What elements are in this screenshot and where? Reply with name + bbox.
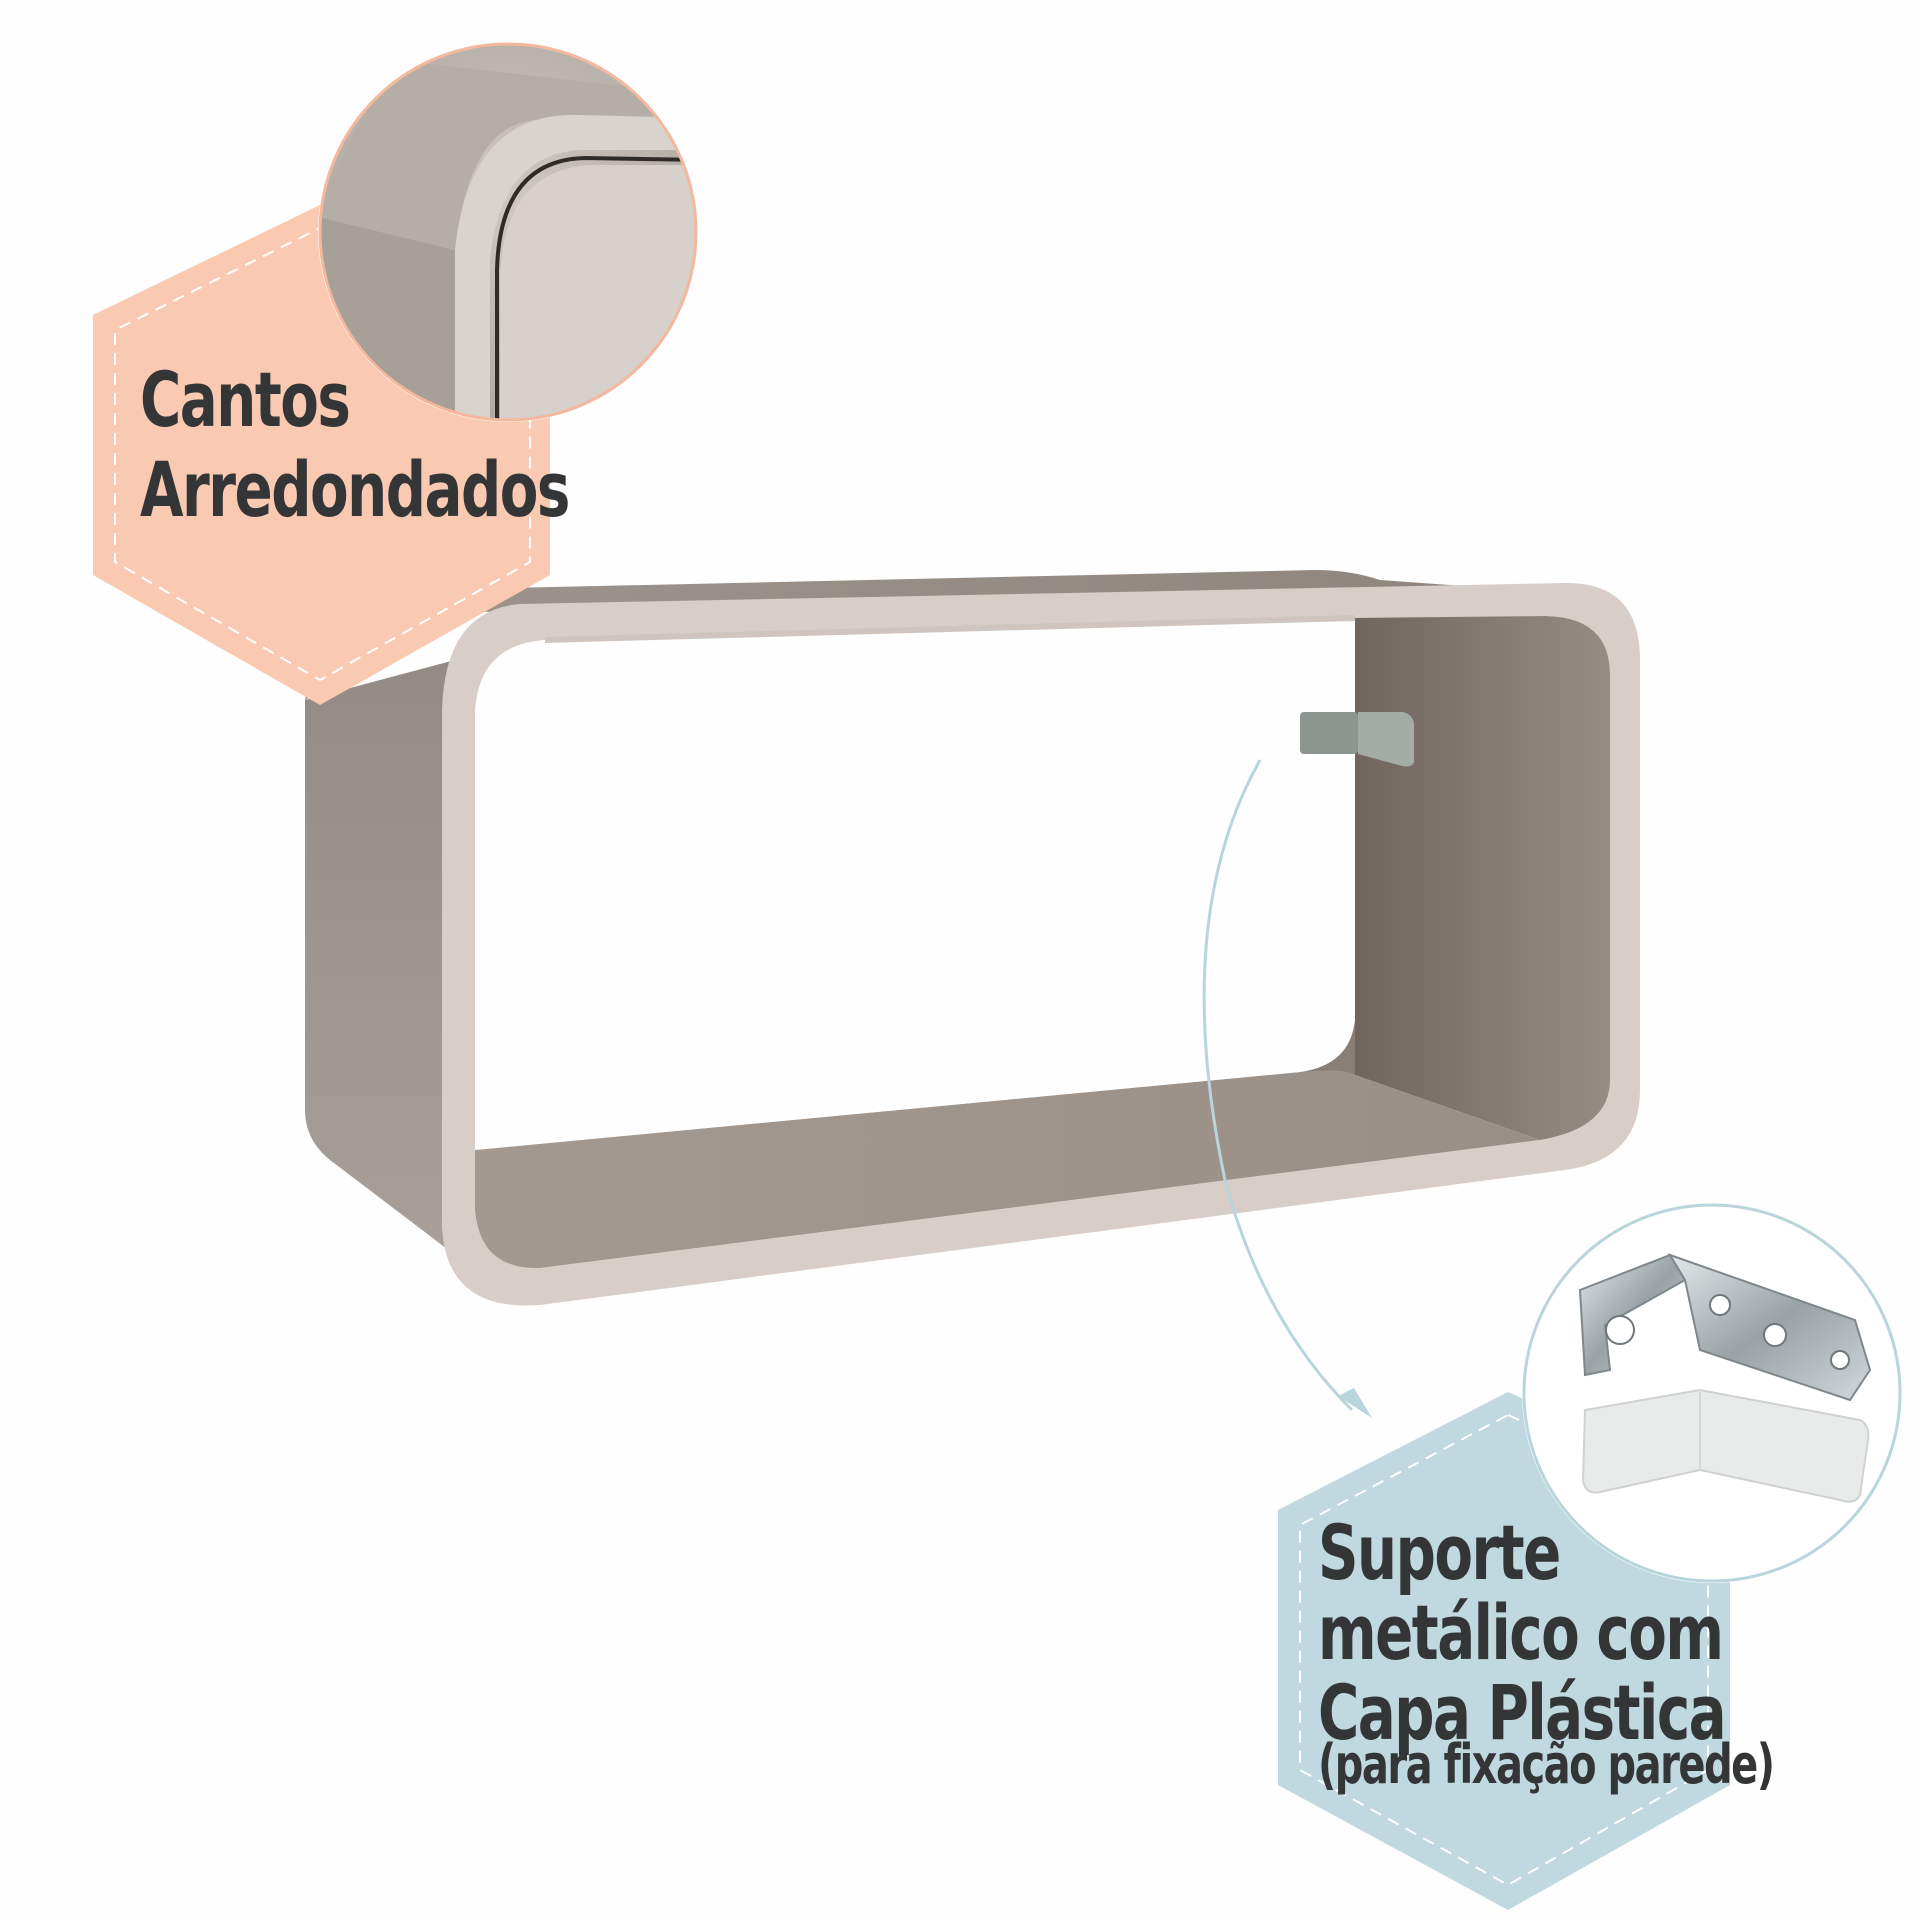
corner-callout-line2: Arredondados: [140, 445, 570, 534]
shelf-left-outer-side: [305, 660, 455, 1255]
bracket-callout-line1: Suporte: [1318, 1508, 1561, 1597]
corner-badge-dashed-border: [114, 226, 531, 682]
bracket-callout: [1278, 1203, 1902, 1910]
shelf-inner-right-wall: [1350, 616, 1610, 1140]
bracket-callout-line3: Capa Plástica: [1318, 1668, 1727, 1757]
zoom-bracket-detail: [1522, 1203, 1902, 1583]
bracket-callout-line2: metálico com: [1318, 1588, 1724, 1677]
corner-callout-line1: Cantos: [140, 355, 351, 444]
shelf-niche: [305, 570, 1640, 1306]
bracket-callout-line4: (para fixação parede): [1318, 1733, 1775, 1796]
shelf-opening: [475, 618, 1355, 1150]
wall-bracket: [1300, 712, 1414, 767]
shelf-inner-bottom: [475, 1070, 1540, 1269]
corner-callout: [93, 42, 698, 705]
pointer-arrow: [1202, 759, 1372, 1418]
